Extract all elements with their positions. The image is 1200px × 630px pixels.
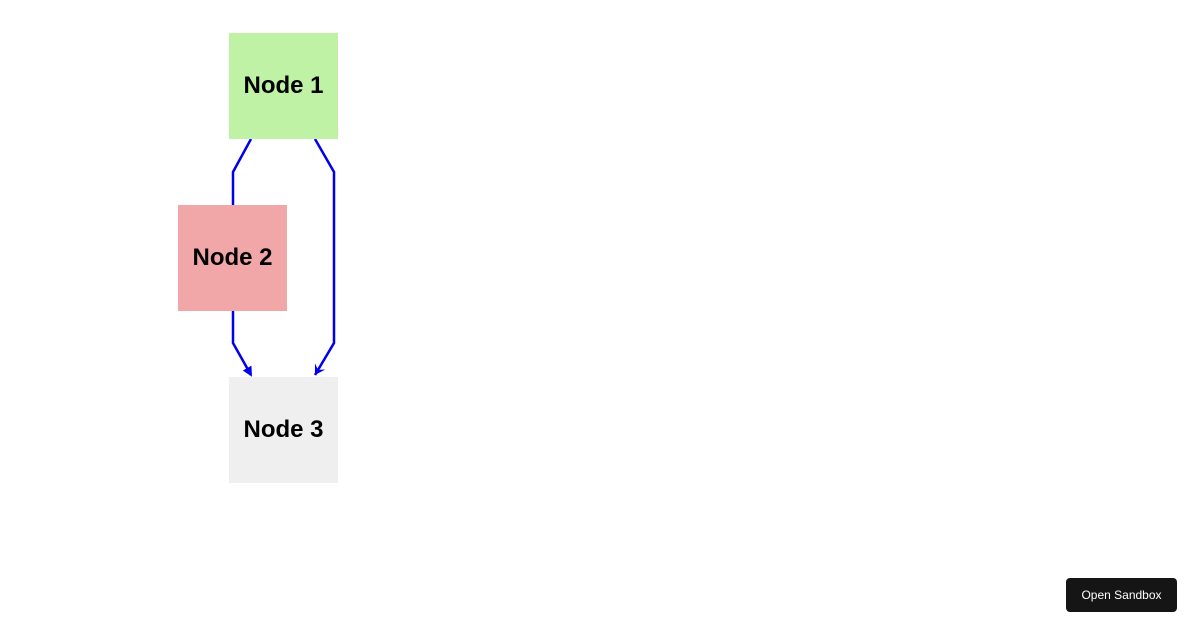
edge-node1-node3[interactable]: [313, 138, 336, 376]
node-3-label: Node 3: [243, 416, 324, 443]
node-2-label: Node 2: [192, 244, 273, 271]
node-1[interactable]: Node 1: [229, 33, 338, 139]
open-sandbox-button[interactable]: Open Sandbox: [1066, 578, 1177, 612]
node-2[interactable]: Node 2: [178, 205, 287, 311]
edge-node1-node2[interactable]: [231, 138, 253, 205]
edge-node2-node3[interactable]: [231, 311, 253, 377]
node-1-label: Node 1: [243, 72, 324, 99]
node-3[interactable]: Node 3: [229, 377, 338, 483]
